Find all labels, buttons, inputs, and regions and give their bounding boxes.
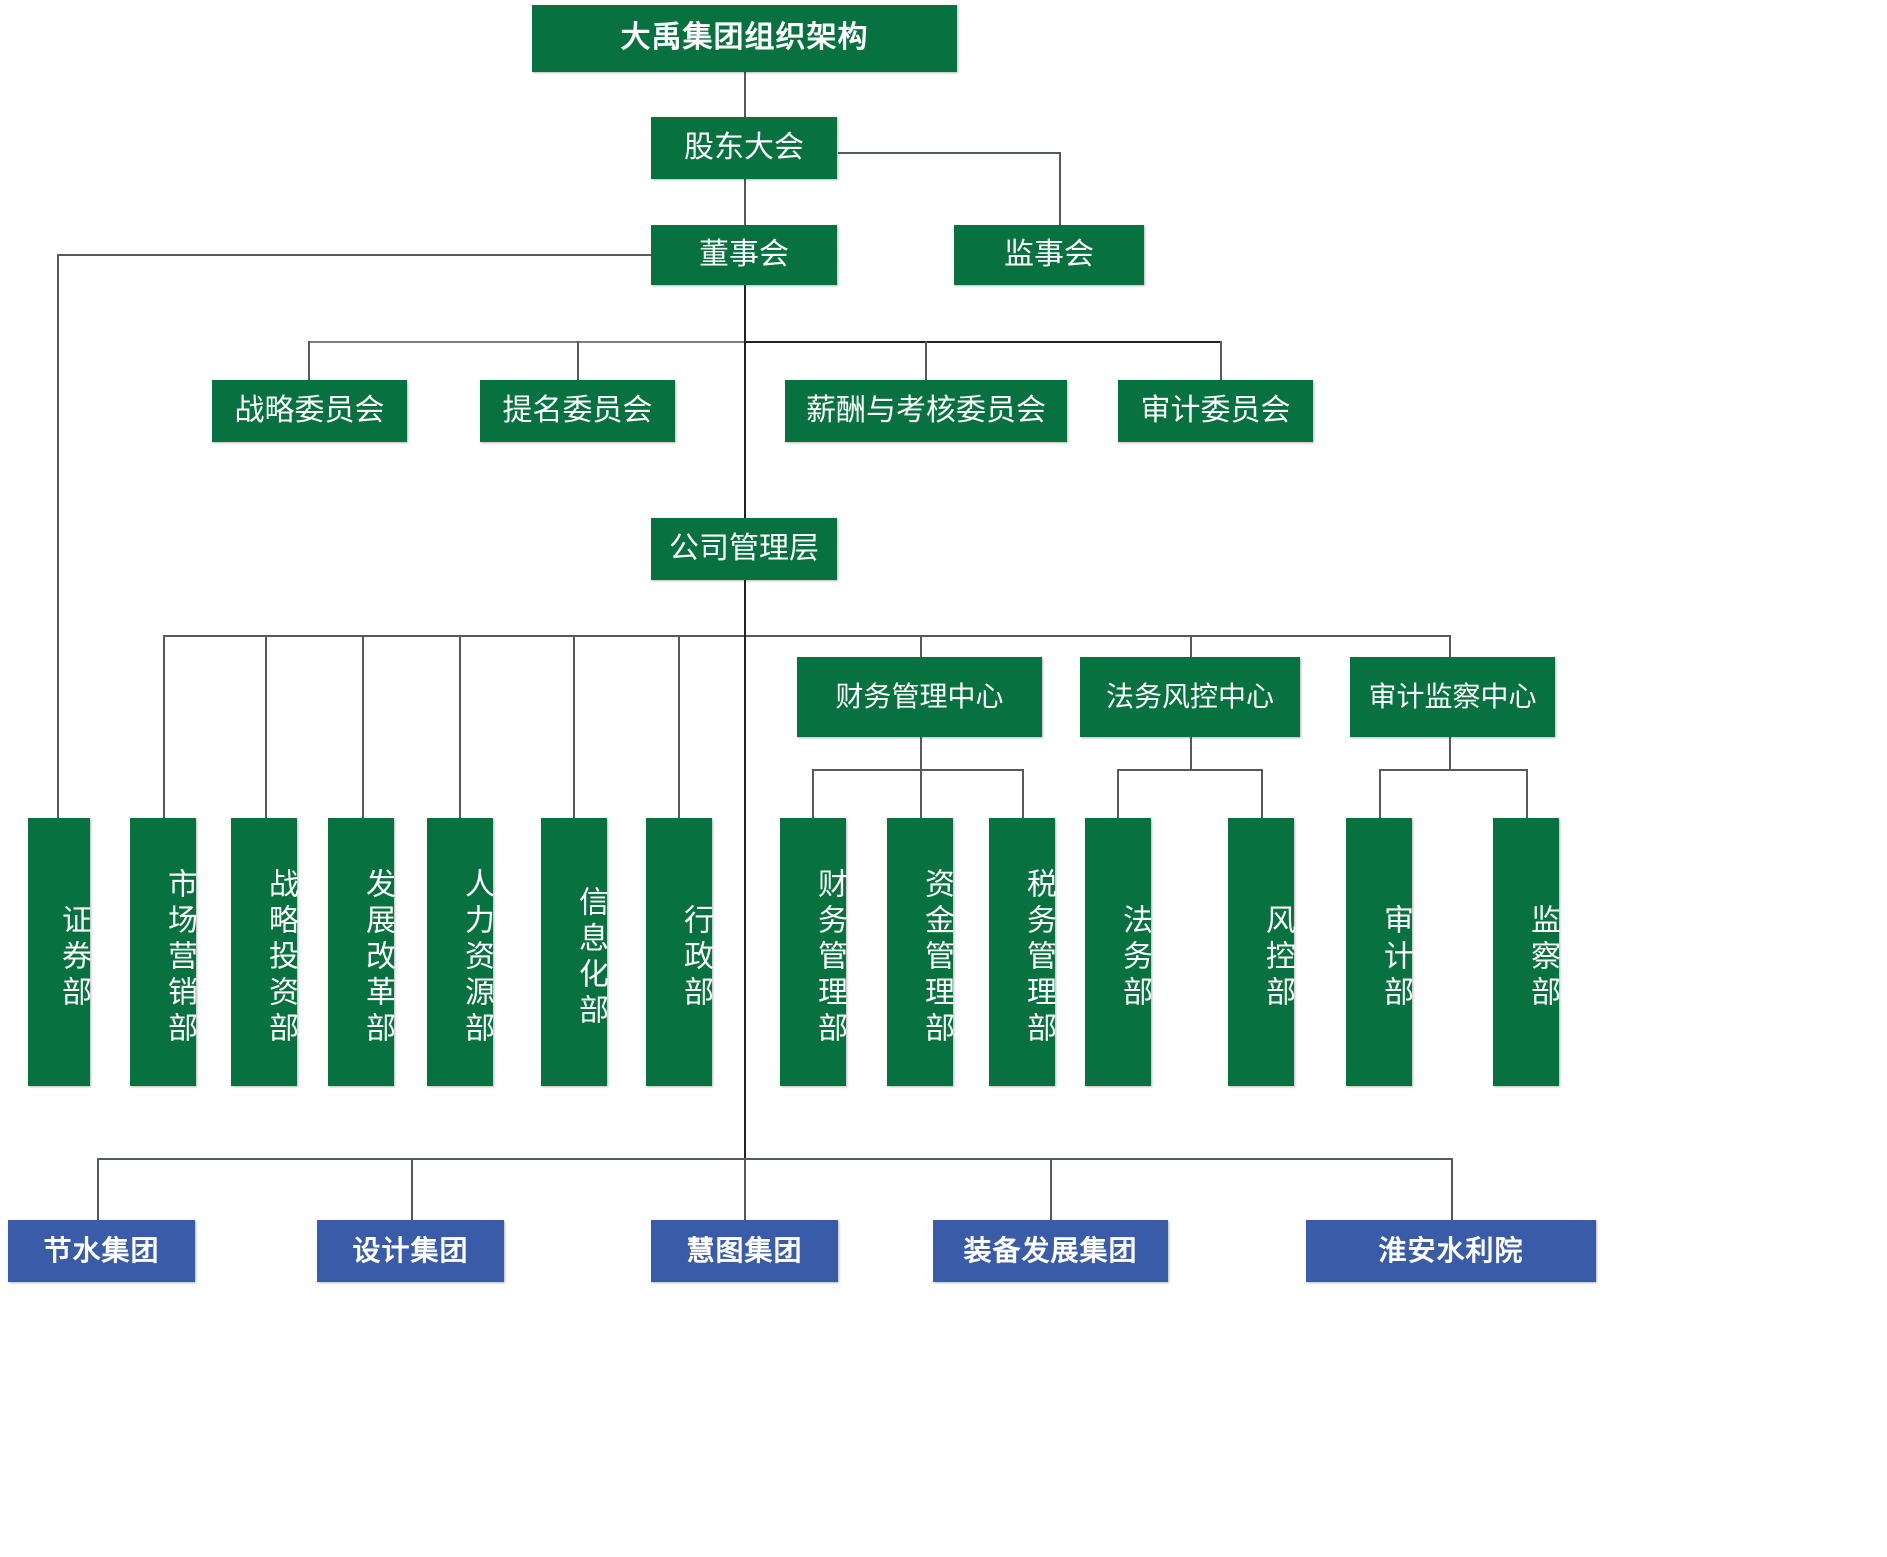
node-dept-supervision[interactable]: 监察部: [1493, 818, 1559, 1086]
connector-center-2: [1190, 635, 1192, 657]
connector-finance-dept-3: [1022, 769, 1024, 818]
node-center-audit-supervision[interactable]: 审计监察中心: [1350, 657, 1555, 737]
node-committee-audit[interactable]: 审计委员会: [1118, 380, 1313, 442]
node-company-management[interactable]: 公司管理层: [651, 518, 837, 580]
connector-subsidiary-bus-right: [744, 1158, 1452, 1160]
connector-legal-dept-1: [1117, 769, 1119, 818]
node-committee-nomination[interactable]: 提名委员会: [480, 380, 675, 442]
connector-center-1: [920, 635, 922, 657]
connector-dept-2: [265, 635, 267, 818]
connector-audit-dept-1: [1379, 769, 1381, 818]
connector-committee-3: [925, 341, 927, 380]
connector-legal-dept-2: [1261, 769, 1263, 818]
node-board-of-directors[interactable]: 董事会: [651, 225, 837, 285]
connector-subsidiary-2: [411, 1158, 413, 1220]
node-subsidiary-water-saving-group[interactable]: 节水集团: [8, 1220, 195, 1282]
node-dept-fund-management[interactable]: 资金管理部: [887, 818, 953, 1086]
connector-board-left-arm-h: [57, 254, 652, 256]
connector-subsidiary-1: [97, 1158, 99, 1220]
connector-subsidiary-3: [744, 1158, 746, 1220]
connector-board-left-arm-v: [57, 254, 59, 829]
node-subsidiary-huitu-group[interactable]: 慧图集团: [651, 1220, 838, 1282]
node-subsidiary-design-group[interactable]: 设计集团: [317, 1220, 504, 1282]
node-dept-securities[interactable]: 证券部: [28, 818, 90, 1086]
connector-finance-down: [920, 737, 922, 769]
node-committee-strategy[interactable]: 战略委员会: [212, 380, 407, 442]
node-dept-tax-management[interactable]: 税务管理部: [989, 818, 1055, 1086]
connector-shareholders-to-board: [744, 179, 746, 225]
connector-dept-bus-left: [163, 635, 745, 637]
connector-committee-bus-right: [744, 341, 1221, 343]
connector-dept-bus-right: [744, 635, 1450, 637]
connector-committee-1: [308, 341, 310, 380]
node-dept-human-resources[interactable]: 人力资源部: [427, 818, 493, 1086]
connector-committee-4: [1220, 341, 1222, 380]
node-dept-legal-affairs[interactable]: 法务部: [1085, 818, 1151, 1086]
connector-title-to-shareholders: [744, 72, 746, 117]
node-dept-finance-management[interactable]: 财务管理部: [780, 818, 846, 1086]
connector-subsidiary-5: [1451, 1158, 1453, 1220]
node-dept-risk-control[interactable]: 风控部: [1228, 818, 1294, 1086]
node-board-of-supervisors[interactable]: 监事会: [954, 225, 1144, 285]
node-dept-administration[interactable]: 行政部: [646, 818, 712, 1086]
node-subsidiary-equipment-development-group[interactable]: 装备发展集团: [933, 1220, 1168, 1282]
connector-finance-bus: [812, 769, 1023, 771]
connector-center-3: [1449, 635, 1451, 657]
connector-spine-to-subsidiaries: [744, 635, 746, 1158]
chart-title: 大禹集团组织架构: [532, 5, 957, 72]
connector-committee-bus-left: [308, 341, 745, 343]
connector-dept-5: [573, 635, 575, 818]
node-committee-compensation-appraisal[interactable]: 薪酬与考核委员会: [785, 380, 1067, 442]
connector-board-spine: [744, 285, 746, 525]
connector-dept-1: [163, 635, 165, 818]
connector-dept-3: [362, 635, 364, 818]
connector-management-down: [744, 580, 746, 635]
connector-audit-down: [1449, 737, 1451, 769]
connector-shareholders-to-supervisors-h: [838, 152, 1060, 154]
connector-finance-dept-1: [812, 769, 814, 818]
connector-audit-bus: [1379, 769, 1527, 771]
connector-audit-dept-2: [1526, 769, 1528, 818]
connector-finance-dept-2: [920, 769, 922, 818]
node-dept-informatization[interactable]: 信息化部: [541, 818, 607, 1086]
connector-committee-2: [577, 341, 579, 380]
connector-legal-down: [1190, 737, 1192, 769]
connector-subsidiary-4: [1050, 1158, 1052, 1220]
node-dept-strategic-investment[interactable]: 战略投资部: [231, 818, 297, 1086]
node-dept-marketing[interactable]: 市场营销部: [130, 818, 196, 1086]
connector-legal-bus: [1117, 769, 1262, 771]
node-shareholders-meeting[interactable]: 股东大会: [651, 117, 837, 179]
node-dept-development-reform[interactable]: 发展改革部: [328, 818, 394, 1086]
connector-dept-6: [678, 635, 680, 818]
node-center-finance-management[interactable]: 财务管理中心: [797, 657, 1042, 737]
connector-subsidiary-bus-left: [97, 1158, 745, 1160]
node-subsidiary-huaian-water-institute[interactable]: 淮安水利院: [1306, 1220, 1596, 1282]
connector-shareholders-to-supervisors-v: [1059, 152, 1061, 225]
connector-dept-4: [459, 635, 461, 818]
node-dept-audit[interactable]: 审计部: [1346, 818, 1412, 1086]
node-center-legal-risk-control[interactable]: 法务风控中心: [1080, 657, 1300, 737]
